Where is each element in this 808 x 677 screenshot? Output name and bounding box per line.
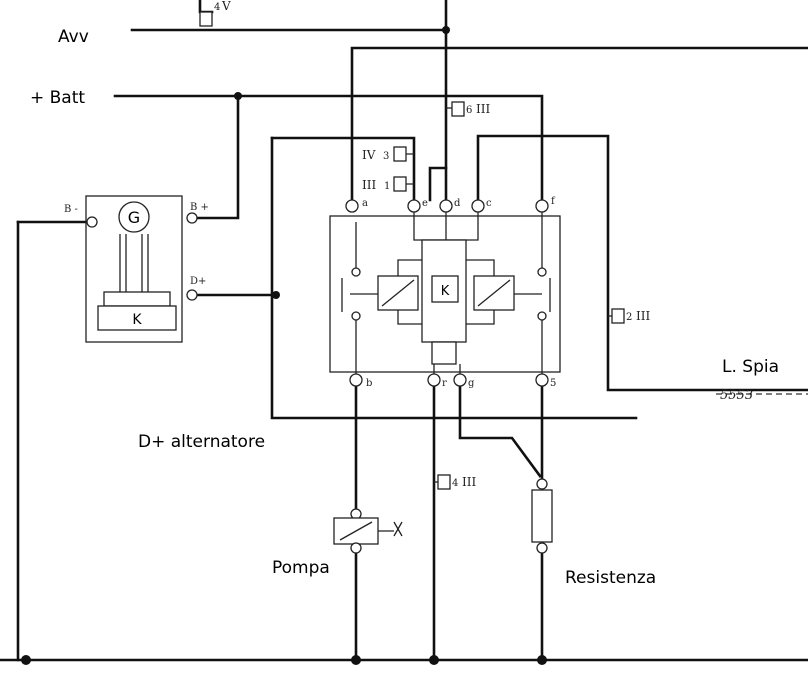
fuse-1-roman: III <box>362 178 376 192</box>
fuse-6-roman: III <box>476 102 490 116</box>
pin-5: 5 <box>550 378 556 389</box>
wire-code: 5553 <box>720 388 753 403</box>
label-d-plus-alternatore: D+ alternatore <box>138 432 266 452</box>
regulator-label: K <box>132 312 142 328</box>
label-avv: Avv <box>58 27 89 47</box>
relay-box: K a e d c f b r g 5 <box>329 196 561 389</box>
label-pompa: Pompa <box>272 558 330 578</box>
b-plus-label: B + <box>190 202 209 213</box>
wires <box>0 0 808 662</box>
connector-tags: 4 V 6 III IV 3 III 1 2 III 4 III <box>199 0 650 490</box>
fuse-top-id: 4 <box>214 2 220 13</box>
fuse-top-roman: V <box>221 0 231 13</box>
junctions <box>21 26 547 665</box>
fuse-4-id: 4 <box>452 478 458 489</box>
d-plus-label: D+ <box>190 276 206 287</box>
pump-solenoid <box>333 508 403 554</box>
pin-a: a <box>362 198 368 209</box>
fuse-6-id: 6 <box>466 105 472 116</box>
heater-resistor <box>531 478 553 554</box>
fuse-2-id: 2 <box>626 312 632 323</box>
pin-e: e <box>422 198 428 209</box>
b-minus-label: B - <box>64 204 78 215</box>
alternator: G K B - B + D+ <box>64 195 209 343</box>
fuse-4-roman: III <box>462 475 476 489</box>
fuse-2-roman: III <box>636 309 650 323</box>
fuse-1-id: 1 <box>384 181 390 192</box>
pin-g: g <box>468 378 475 389</box>
fuse-3-roman: IV <box>362 148 376 162</box>
label-spia: L. Spia <box>722 357 780 377</box>
pin-c: c <box>486 198 492 209</box>
pin-d: d <box>454 198 461 209</box>
pin-f: f <box>551 196 556 207</box>
relay-center-label: K <box>441 284 450 299</box>
label-batt: + Batt <box>30 88 86 108</box>
fuse-3-id: 3 <box>383 151 389 162</box>
pin-b: b <box>366 378 372 389</box>
label-resistenza: Resistenza <box>565 568 657 588</box>
generator-label: G <box>128 208 140 227</box>
pin-r: r <box>442 378 447 389</box>
